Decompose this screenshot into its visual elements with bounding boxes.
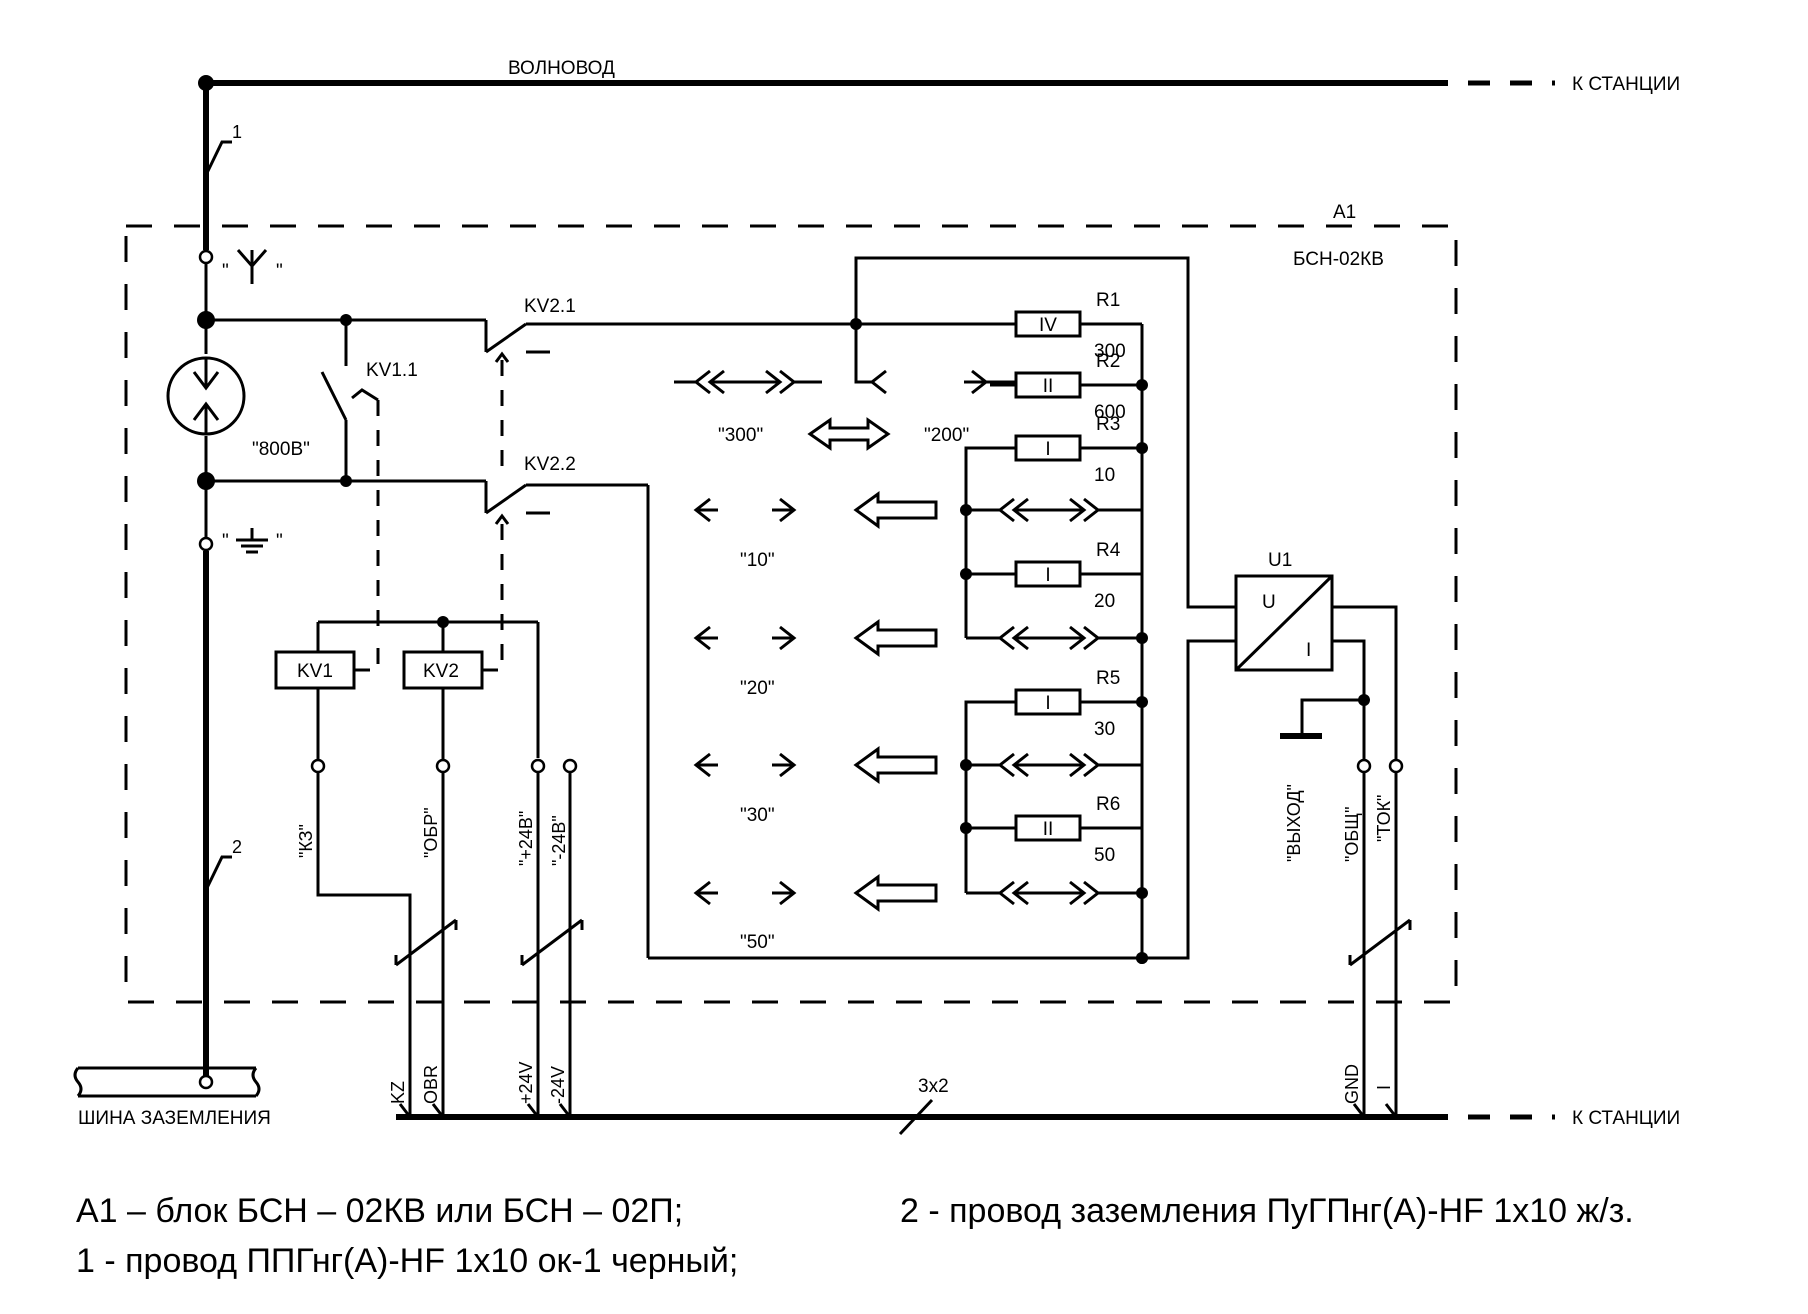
block-model: БСН-02КВ bbox=[1293, 249, 1384, 270]
note-wire-2: 2 - провод заземления ПуГПнг(А)-HF 1х10 … bbox=[900, 1192, 1634, 1230]
resistor-name: R5 bbox=[1096, 668, 1120, 689]
resistor-name: R3 bbox=[1096, 414, 1120, 435]
terminal-kz-label: "КЗ" bbox=[296, 824, 316, 858]
to-station-bottom-label: К СТАНЦИИ bbox=[1572, 1108, 1680, 1129]
jumper-label-50: "50" bbox=[740, 932, 775, 953]
waveguide-bus: ВОЛНОВОД К СТАНЦИИ bbox=[198, 58, 1680, 95]
wire-gnd: GND bbox=[1342, 1064, 1362, 1104]
relay-coils: KV1 KV2 bbox=[274, 616, 540, 760]
ground-bar: ШИНА ЗАЗЕМЛЕНИЯ bbox=[73, 1066, 271, 1129]
jumper-label-10: "10" bbox=[740, 550, 775, 571]
resistor-name: R2 bbox=[1096, 351, 1120, 372]
resistor-name: R6 bbox=[1096, 794, 1120, 815]
jumper-socket-row-1 bbox=[693, 491, 1101, 529]
surge-arrester: "800В" bbox=[166, 356, 310, 460]
converter-output-label: I bbox=[1306, 640, 1311, 661]
resistor-name: R1 bbox=[1096, 290, 1120, 311]
to-station-top-label: К СТАНЦИИ bbox=[1572, 74, 1680, 95]
converter-u1: U1 U I bbox=[1234, 550, 1398, 760]
resistor-value: 20 bbox=[1094, 591, 1115, 612]
resistor-mark: II bbox=[1043, 819, 1054, 840]
converter-name: U1 bbox=[1268, 550, 1292, 571]
antenna-icon: " " bbox=[222, 249, 283, 284]
block-designator: А1 bbox=[1333, 202, 1356, 223]
terminal-current-label: "ТОК" bbox=[1374, 795, 1394, 842]
resistor-value: 300 bbox=[1094, 341, 1126, 362]
contact-kv1-1: KV1.1 bbox=[206, 314, 418, 640]
wire-marker-2: 2 bbox=[232, 837, 242, 857]
jumper-socket-row-4 bbox=[693, 874, 1101, 912]
resistor-mark: I bbox=[1045, 439, 1050, 460]
wire-kz: KZ bbox=[388, 1081, 408, 1104]
terminal-minus24-label: "-24В" bbox=[549, 815, 569, 866]
terminal-plus24-label: "+24В" bbox=[516, 811, 536, 866]
main-vertical-bus: 1 2 bbox=[197, 83, 242, 1083]
left-output-terminals: "КЗ" "ОБР" "+24В" "-24В" bbox=[296, 758, 584, 1117]
resistor-mark: I bbox=[1045, 565, 1050, 586]
right-output-terminals: "ВЫХОД" "ОБЩ" "ТОК" bbox=[1284, 758, 1412, 1117]
ground-bar-label: ШИНА ЗАЗЕМЛЕНИЯ bbox=[78, 1108, 271, 1129]
resistor-r1: IV R1 300 bbox=[1014, 290, 1126, 362]
resistor-ladder bbox=[648, 256, 1236, 964]
resistor-mark: II bbox=[1043, 376, 1054, 397]
note-wire-1: 1 - провод ППГнг(А)-HF 1х10 ок-1 черный; bbox=[76, 1242, 738, 1280]
arrester-label: "800В" bbox=[252, 439, 310, 460]
contact-kv2-2: KV2.2 bbox=[346, 454, 650, 958]
jumper-socket-row-3 bbox=[693, 746, 1101, 784]
svg-text:": " bbox=[276, 531, 283, 552]
kv22-label: KV2.2 bbox=[524, 454, 576, 475]
resistor-name: R4 bbox=[1096, 540, 1121, 561]
kv11-label: KV1.1 bbox=[366, 360, 418, 381]
resistor-mark: I bbox=[1045, 693, 1050, 714]
coil-kv1-label: KV1 bbox=[297, 661, 333, 682]
wire-plus24v: +24V bbox=[516, 1061, 536, 1104]
resistor-r3: I R3 10 bbox=[1014, 414, 1120, 486]
note-a1: А1 – блок БСН – 02КВ или БСН – 02П; bbox=[76, 1192, 683, 1230]
block-a1-frame: А1 БСН-02КВ bbox=[124, 202, 1458, 1004]
resistor-value: 10 bbox=[1094, 465, 1115, 486]
wire-obr: OBR bbox=[421, 1065, 441, 1104]
wire-marker-1: 1 bbox=[232, 122, 242, 142]
resistor-value: 600 bbox=[1094, 402, 1126, 423]
jumper-layer bbox=[674, 369, 1101, 912]
jumper-label-300: "300" bbox=[718, 425, 763, 446]
cable-label: 3х2 bbox=[918, 1076, 949, 1097]
waveguide-label: ВОЛНОВОД bbox=[508, 58, 615, 79]
contact-kv2-1: KV2.1 bbox=[346, 296, 856, 470]
jumper-label-20: "20" bbox=[740, 678, 775, 699]
wire-minus24v: -24V bbox=[548, 1066, 568, 1104]
notes: А1 – блок БСН – 02КВ или БСН – 02П; 2 - … bbox=[76, 1192, 1634, 1280]
terminal-common-label: "ОБЩ" bbox=[1342, 807, 1362, 862]
ground-icon: " " bbox=[222, 528, 283, 554]
resistor-r5: I R5 30 bbox=[1014, 668, 1120, 740]
wire-i: I bbox=[1374, 1085, 1394, 1090]
converter-input-label: U bbox=[1262, 592, 1276, 613]
resistor-r4: I R4 20 bbox=[1014, 540, 1121, 612]
coil-kv2-label: KV2 bbox=[423, 661, 459, 682]
jumper-socket-row-2 bbox=[693, 619, 1101, 657]
jumper-labels: "300" "200" "10" "20" "30" "50" bbox=[718, 425, 969, 953]
resistor-mark: IV bbox=[1039, 315, 1057, 336]
jumper-label-200: "200" bbox=[924, 425, 969, 446]
resistor-value: 50 bbox=[1094, 845, 1115, 866]
resistor-r2: II R2 600 bbox=[1014, 351, 1126, 423]
jumper-label-30: "30" bbox=[740, 805, 775, 826]
svg-text:": " bbox=[276, 261, 283, 282]
resistor-value: 30 bbox=[1094, 719, 1115, 740]
svg-text:": " bbox=[222, 531, 229, 552]
bottom-cable-bus: 3х2 К СТАНЦИИ KZ OBR +24V -24V GND I bbox=[388, 1061, 1680, 1136]
kv21-label: KV2.1 bbox=[524, 296, 576, 317]
svg-text:": " bbox=[222, 261, 229, 282]
terminal-output-label: "ВЫХОД" bbox=[1284, 784, 1304, 862]
resistor-r6: II R6 50 bbox=[1014, 794, 1120, 866]
terminal-obr-label: "ОБР" bbox=[421, 807, 441, 858]
jumper-row-300-200 bbox=[674, 369, 1016, 451]
